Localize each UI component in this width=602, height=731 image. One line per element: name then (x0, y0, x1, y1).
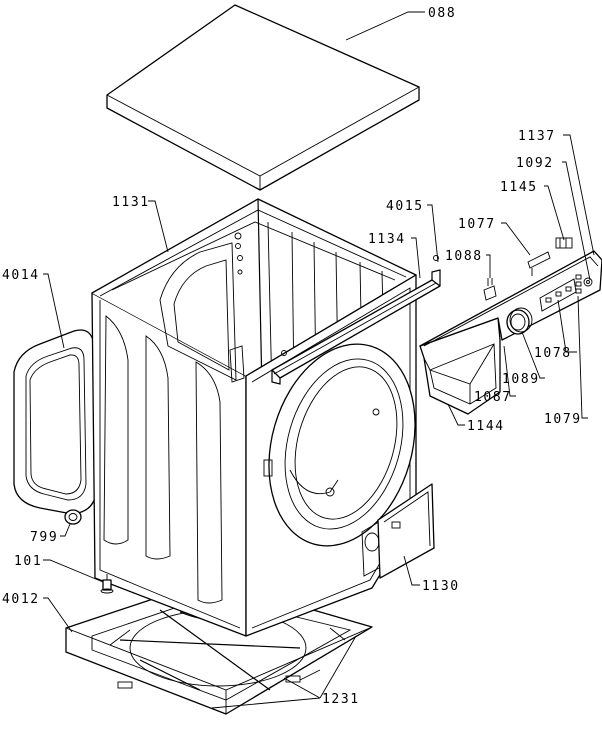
rails (271, 255, 441, 385)
label-1087: 1087 (474, 390, 512, 405)
label-1130: 1130 (422, 579, 460, 594)
label-1089: 1089 (502, 372, 540, 387)
label-4014: 4014 (2, 268, 40, 283)
top-cover (106, 4, 420, 191)
label-1134: 1134 (368, 232, 406, 247)
control-panel (419, 250, 602, 347)
label-4015: 4015 (386, 199, 424, 214)
label-1144: 1144 (467, 419, 505, 434)
pcb-connector (555, 237, 573, 249)
label-4012: 4012 (2, 592, 40, 607)
spring-clip (483, 278, 497, 301)
label-101: 101 (14, 554, 42, 569)
side-panel (13, 329, 97, 515)
label-1131: 1131 (112, 195, 150, 210)
cabinet-frame (91, 198, 417, 637)
leader-lines (43, 11, 595, 709)
foot (100, 574, 114, 594)
service-hatch (377, 483, 435, 579)
label-1137: 1137 (518, 129, 556, 144)
label-799: 799 (30, 530, 58, 545)
button-strip (527, 251, 551, 276)
label-1092: 1092 (516, 156, 554, 171)
label-1079: 1079 (544, 412, 582, 427)
label-1231: 1231 (322, 692, 360, 707)
label-1078: 1078 (534, 346, 572, 361)
label-1145: 1145 (500, 180, 538, 195)
programme-knob (506, 307, 533, 335)
label-1077: 1077 (458, 217, 496, 232)
plug-cap (64, 509, 82, 525)
label-1088: 1088 (445, 249, 483, 264)
label-088: 088 (428, 6, 456, 21)
part-labels: 088 1131 4014 4015 1134 1137 1092 1145 1… (2, 6, 582, 707)
